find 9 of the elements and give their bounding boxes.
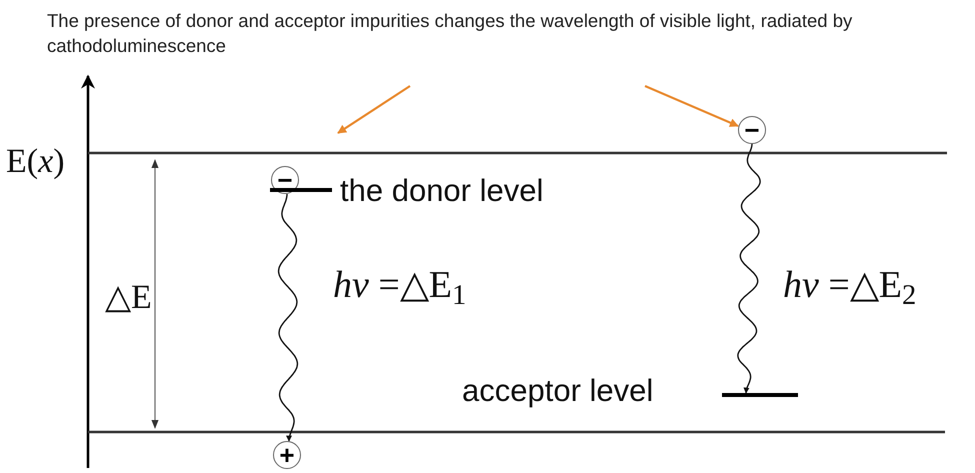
level-label: the donor level [340,172,544,210]
energy-level-bar [270,188,332,192]
arrow [644,84,739,128]
wavy-arrow [737,144,761,394]
wavy-arrow [278,194,298,442]
annotation-text: The presence of donor and acceptor impurities changes the wavelength of visible light, radiated by cathodoluminescence [47,9,854,58]
level-label: acceptor level [462,372,654,410]
energy-level-bar [722,393,798,397]
arrow [337,85,411,134]
